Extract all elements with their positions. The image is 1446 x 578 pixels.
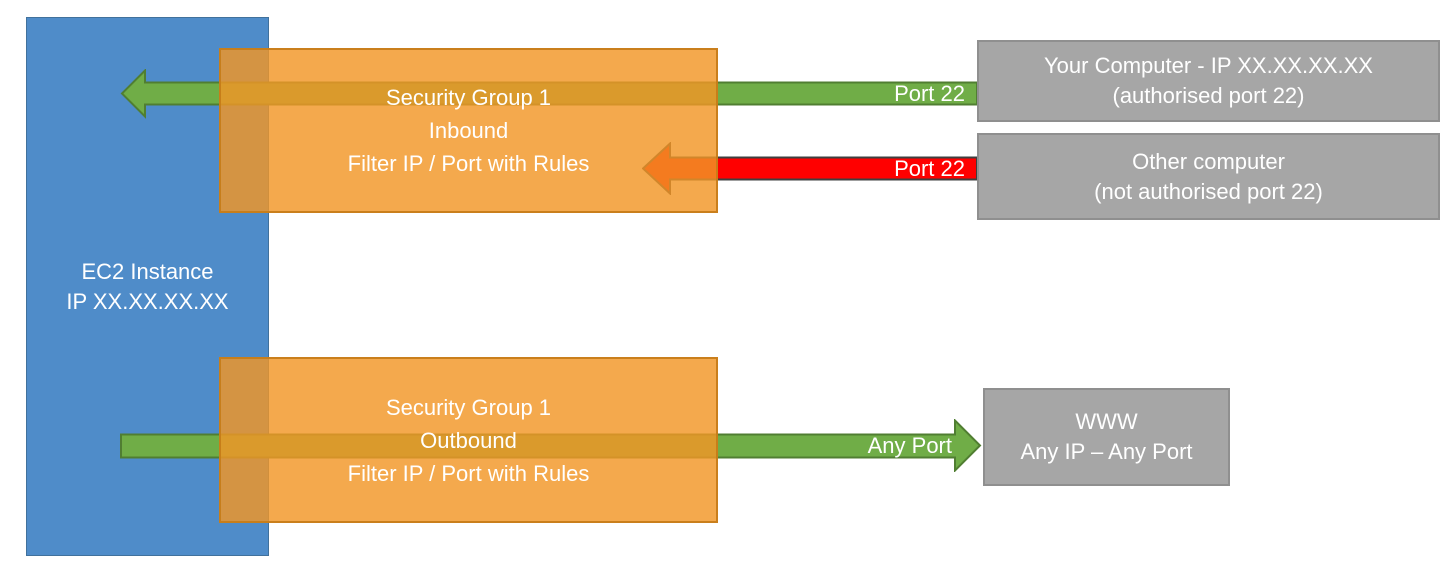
security-group-outbound-box: Security Group 1 Outbound Filter IP / Po… <box>219 357 718 523</box>
ec2-instance-ip: IP XX.XX.XX.XX <box>66 288 229 314</box>
www-title: WWW <box>1075 409 1138 434</box>
inbound-allowed-port-label: Port 22 <box>894 81 965 106</box>
outbound-sg-title: Security Group 1 <box>385 394 552 420</box>
other-computer-subtitle: (not authorised port 22) <box>1094 178 1323 204</box>
inbound-blocked-port-label: Port 22 <box>894 156 965 181</box>
your-computer-box: Your Computer - IP XX.XX.XX.XX (authoris… <box>977 40 1440 122</box>
inbound-sg-title: Security Group 1 <box>385 85 552 110</box>
security-group-inbound-box: Security Group 1 Inbound Filter IP / Por… <box>219 48 718 213</box>
other-computer-title: Other computer <box>1132 148 1285 174</box>
www-box: WWW Any IP – Any Port <box>983 388 1230 486</box>
inbound-sg-direction: Inbound <box>428 118 509 143</box>
outbound-sg-direction: Outbound <box>420 427 517 453</box>
your-computer-title: Your Computer - IP XX.XX.XX.XX <box>1044 53 1373 78</box>
other-computer-box: Other computer (not authorised port 22) <box>977 133 1440 220</box>
www-subtitle: Any IP – Any Port <box>1020 439 1193 464</box>
outbound-sg-description: Filter IP / Port with Rules <box>347 460 590 486</box>
outbound-port-label: Any Port <box>867 433 952 458</box>
inbound-sg-description: Filter IP / Port with Rules <box>347 151 590 176</box>
your-computer-subtitle: (authorised port 22) <box>1112 83 1305 108</box>
ec2-instance-title: EC2 Instance <box>81 258 214 284</box>
